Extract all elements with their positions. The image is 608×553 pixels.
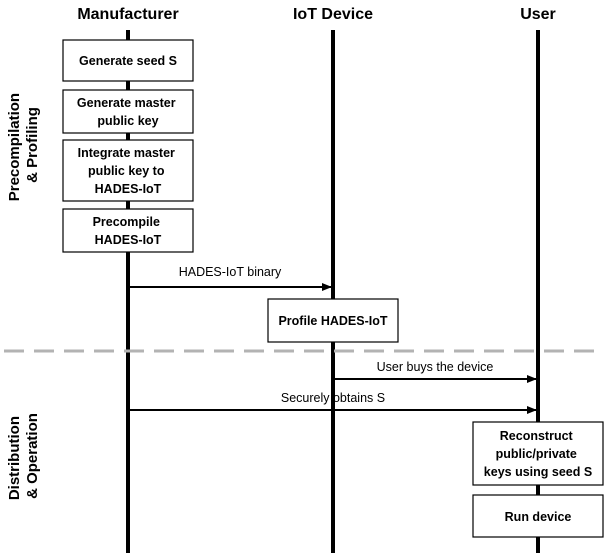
step-line: Reconstruct	[500, 429, 574, 443]
svg-text:Profile HADES-IoT: Profile HADES-IoT	[278, 314, 387, 328]
step-line: Run device	[505, 510, 572, 524]
step-line: HADES-IoT	[95, 182, 162, 196]
iot-device-column-title: IoT Device	[293, 6, 373, 23]
step-generate-seed: Generate seed S	[62, 39, 194, 82]
step-line: public key	[97, 114, 158, 128]
step-profile: Profile HADES-IoT	[267, 298, 399, 343]
step-run-device: Run device	[472, 494, 604, 538]
step-precompile: Precompile HADES-IoT	[62, 208, 194, 253]
svg-text:Integrate master public: Integrate master public key to HADES-IoT	[78, 146, 179, 196]
step-line: Generate master	[77, 96, 176, 110]
phase-label-distribution: Distribution & Operation	[6, 412, 41, 500]
phase-label-line: & Profiling	[24, 107, 41, 183]
message-buys-device-label: User buys the device	[377, 360, 494, 374]
step-line: keys using seed S	[484, 465, 592, 479]
step-line: Integrate master	[78, 146, 175, 160]
phase-label-precompilation: Precompilation & Profiling	[6, 89, 41, 202]
svg-text:Generate master public k: Generate master public key	[77, 96, 179, 128]
message-obtains-seed-label: Securely obtains S	[281, 391, 385, 405]
phase-label-line: Distribution	[6, 416, 23, 500]
user-column-title: User	[520, 6, 556, 23]
svg-text:Generate seed S: Generate seed S	[79, 54, 177, 68]
step-line: Precompile	[93, 215, 160, 229]
step-line: public/private	[496, 447, 577, 461]
step-line: HADES-IoT	[95, 233, 162, 247]
step-reconstruct-keys: Reconstruct public/private keys using se…	[472, 421, 604, 486]
message-buys-device: User buys the device	[335, 360, 537, 383]
step-integrate-master-key: Integrate master public key to HADES-IoT	[62, 139, 194, 202]
svg-text:Reconstruct public/priva: Reconstruct public/private keys using se…	[484, 429, 592, 479]
step-generate-master-key: Generate master public key	[62, 89, 194, 134]
svg-text:Precompile HADES-IoT: Precompile HADES-IoT	[93, 215, 164, 247]
phase-label-line: & Operation	[24, 413, 41, 499]
message-obtains-seed: Securely obtains S	[130, 391, 537, 414]
message-binary: HADES-IoT binary	[130, 265, 332, 291]
step-line: public key to	[88, 164, 165, 178]
message-binary-label: HADES-IoT binary	[179, 265, 282, 279]
step-line: Generate seed S	[79, 54, 177, 68]
step-line: Profile HADES-IoT	[278, 314, 387, 328]
phase-label-line: Precompilation	[6, 93, 23, 201]
manufacturer-column-title: Manufacturer	[77, 6, 178, 23]
svg-text:Run device: Run device	[505, 510, 572, 524]
